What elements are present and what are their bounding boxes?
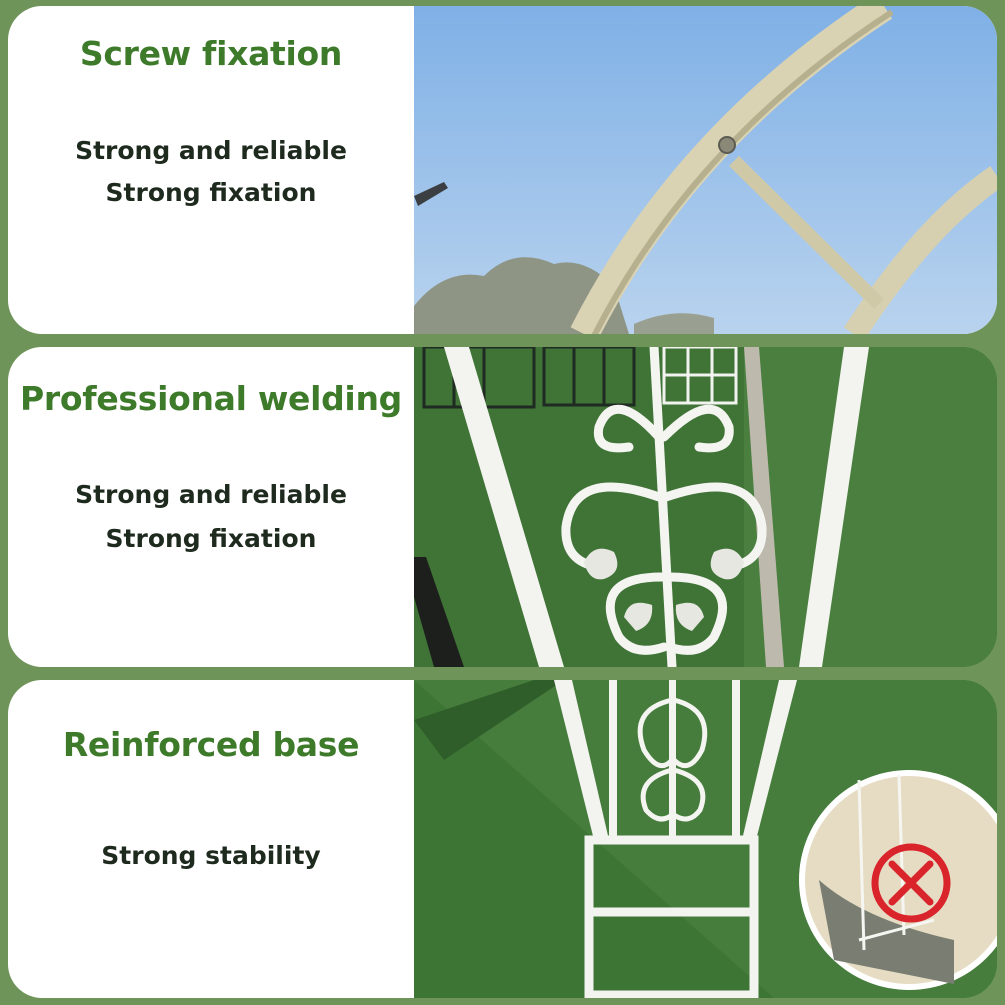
feature-panel-screw-fixation: Screw fixation Strong and reliable Stron…: [8, 6, 997, 334]
feature-panel-professional-welding: Professional welding Strong and reliable…: [8, 347, 997, 667]
feature-title: Reinforced base: [62, 725, 360, 764]
feature-title: Professional welding: [20, 379, 402, 418]
feature-description-line: Strong and reliable: [75, 480, 347, 509]
feature-text-column: Professional welding Strong and reliable…: [8, 347, 414, 667]
feature-description-line: Strong stability: [101, 841, 321, 870]
feature-panel-reinforced-base: Reinforced base Strong stability: [8, 680, 997, 998]
feature-description-line: Strong and reliable: [75, 136, 347, 165]
welded-scroll-panel-photo: [414, 347, 997, 667]
feature-description-line: Strong fixation: [105, 524, 317, 553]
wrong-base-crossed-icon: [799, 770, 997, 990]
feature-title: Screw fixation: [79, 34, 343, 73]
reinforced-base-photo: [414, 680, 997, 998]
arch-screw-joint-photo: [414, 6, 997, 334]
feature-text-column: Reinforced base Strong stability: [8, 680, 414, 998]
feature-description-line: Strong fixation: [105, 178, 317, 207]
feature-text-column: Screw fixation Strong and reliable Stron…: [8, 6, 414, 334]
